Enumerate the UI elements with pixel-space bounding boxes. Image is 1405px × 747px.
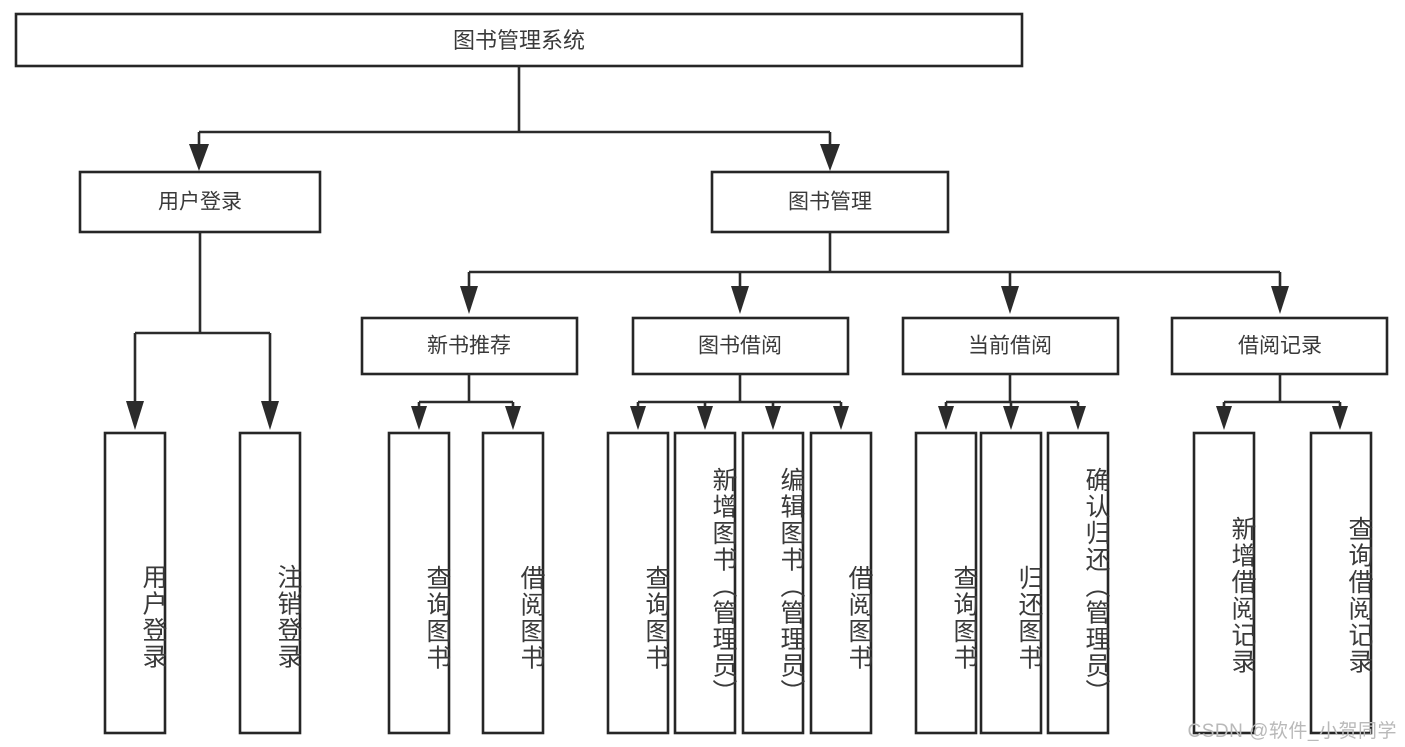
node-user-login[interactable]: 用户登录 (78, 170, 322, 234)
current-borrow-box[interactable] (901, 316, 1120, 376)
arrow-head-leaf-confirm-return-admin (1070, 406, 1086, 430)
arrow-head-book-borrow (731, 286, 749, 314)
arrow-head-user-login (189, 144, 209, 171)
book-management-label: 图书管理 (788, 191, 872, 214)
current-borrow-label: 当前借阅 (968, 335, 1052, 358)
node-book-management[interactable]: 图书管理 (710, 170, 950, 234)
node-borrow-record[interactable]: 借阅记录 (1170, 316, 1389, 376)
node-root-library-management-system[interactable]: 图书管理系统 (14, 12, 1024, 68)
arrow-head-current-borrow (1001, 286, 1019, 314)
leaf-box-add-borrow-record[interactable] (1192, 431, 1256, 735)
root-label: 图书管理系统 (453, 28, 585, 53)
arrow-head-leaf-add-book-admin (697, 406, 713, 430)
arrow-head-leaf-user-login (126, 401, 144, 430)
leaf-box-return-book[interactable] (979, 431, 1043, 735)
leaf-box-logout-login[interactable] (238, 431, 302, 735)
arrow-head-leaf-borrow-book-1 (505, 406, 521, 430)
arrow-head-leaf-add-borrow-record (1216, 406, 1232, 430)
new-book-recommend-label: 新书推荐 (427, 335, 511, 358)
arrow-head-book-management (820, 144, 840, 171)
book-borrow-box[interactable] (631, 316, 850, 376)
leaf-box-add-book-admin[interactable] (673, 431, 737, 735)
leaf-box-user-login[interactable] (103, 431, 167, 735)
borrow-record-label: 借阅记录 (1238, 335, 1322, 358)
arrow-head-leaf-query-book-2 (630, 406, 646, 430)
arrow-head-leaf-query-borrow-record (1332, 406, 1348, 430)
node-book-borrow[interactable]: 图书借阅 (631, 316, 850, 376)
root-box[interactable] (14, 12, 1024, 68)
user-login-label: 用户登录 (158, 191, 242, 214)
arrow-head-leaf-borrow-book-2 (833, 406, 849, 430)
node-current-borrow[interactable]: 当前借阅 (901, 316, 1120, 376)
new-book-recommend-box[interactable] (360, 316, 579, 376)
arrow-head-leaf-return-book (1003, 406, 1019, 430)
leaf-box-query-book-2[interactable] (606, 431, 670, 735)
arrow-head-leaf-query-book-1 (411, 406, 427, 430)
borrow-record-box[interactable] (1170, 316, 1389, 376)
book-borrow-label: 图书借阅 (698, 335, 782, 358)
leaf-box-borrow-book-1[interactable] (481, 431, 545, 735)
arrow-head-new-book-recommend (460, 286, 478, 314)
leaf-box-confirm-return-admin[interactable] (1046, 431, 1110, 735)
leaf-box-edit-book-admin[interactable] (741, 431, 805, 735)
arrow-head-borrow-record (1271, 286, 1289, 314)
book-management-box[interactable] (710, 170, 950, 234)
csdn-watermark: CSDN @软件_小贺同学 (1187, 721, 1397, 742)
leaf-box-borrow-book-2[interactable] (809, 431, 873, 735)
leaf-box-query-book-3[interactable] (914, 431, 978, 735)
node-new-book-recommend[interactable]: 新书推荐 (360, 316, 579, 376)
arrow-head-leaf-logout-login (261, 401, 279, 430)
leaf-box-query-borrow-record[interactable] (1309, 431, 1373, 735)
leaf-box-query-book-1[interactable] (387, 431, 451, 735)
arrow-head-leaf-edit-book-admin (765, 406, 781, 430)
arrow-head-leaf-query-book-3 (938, 406, 954, 430)
